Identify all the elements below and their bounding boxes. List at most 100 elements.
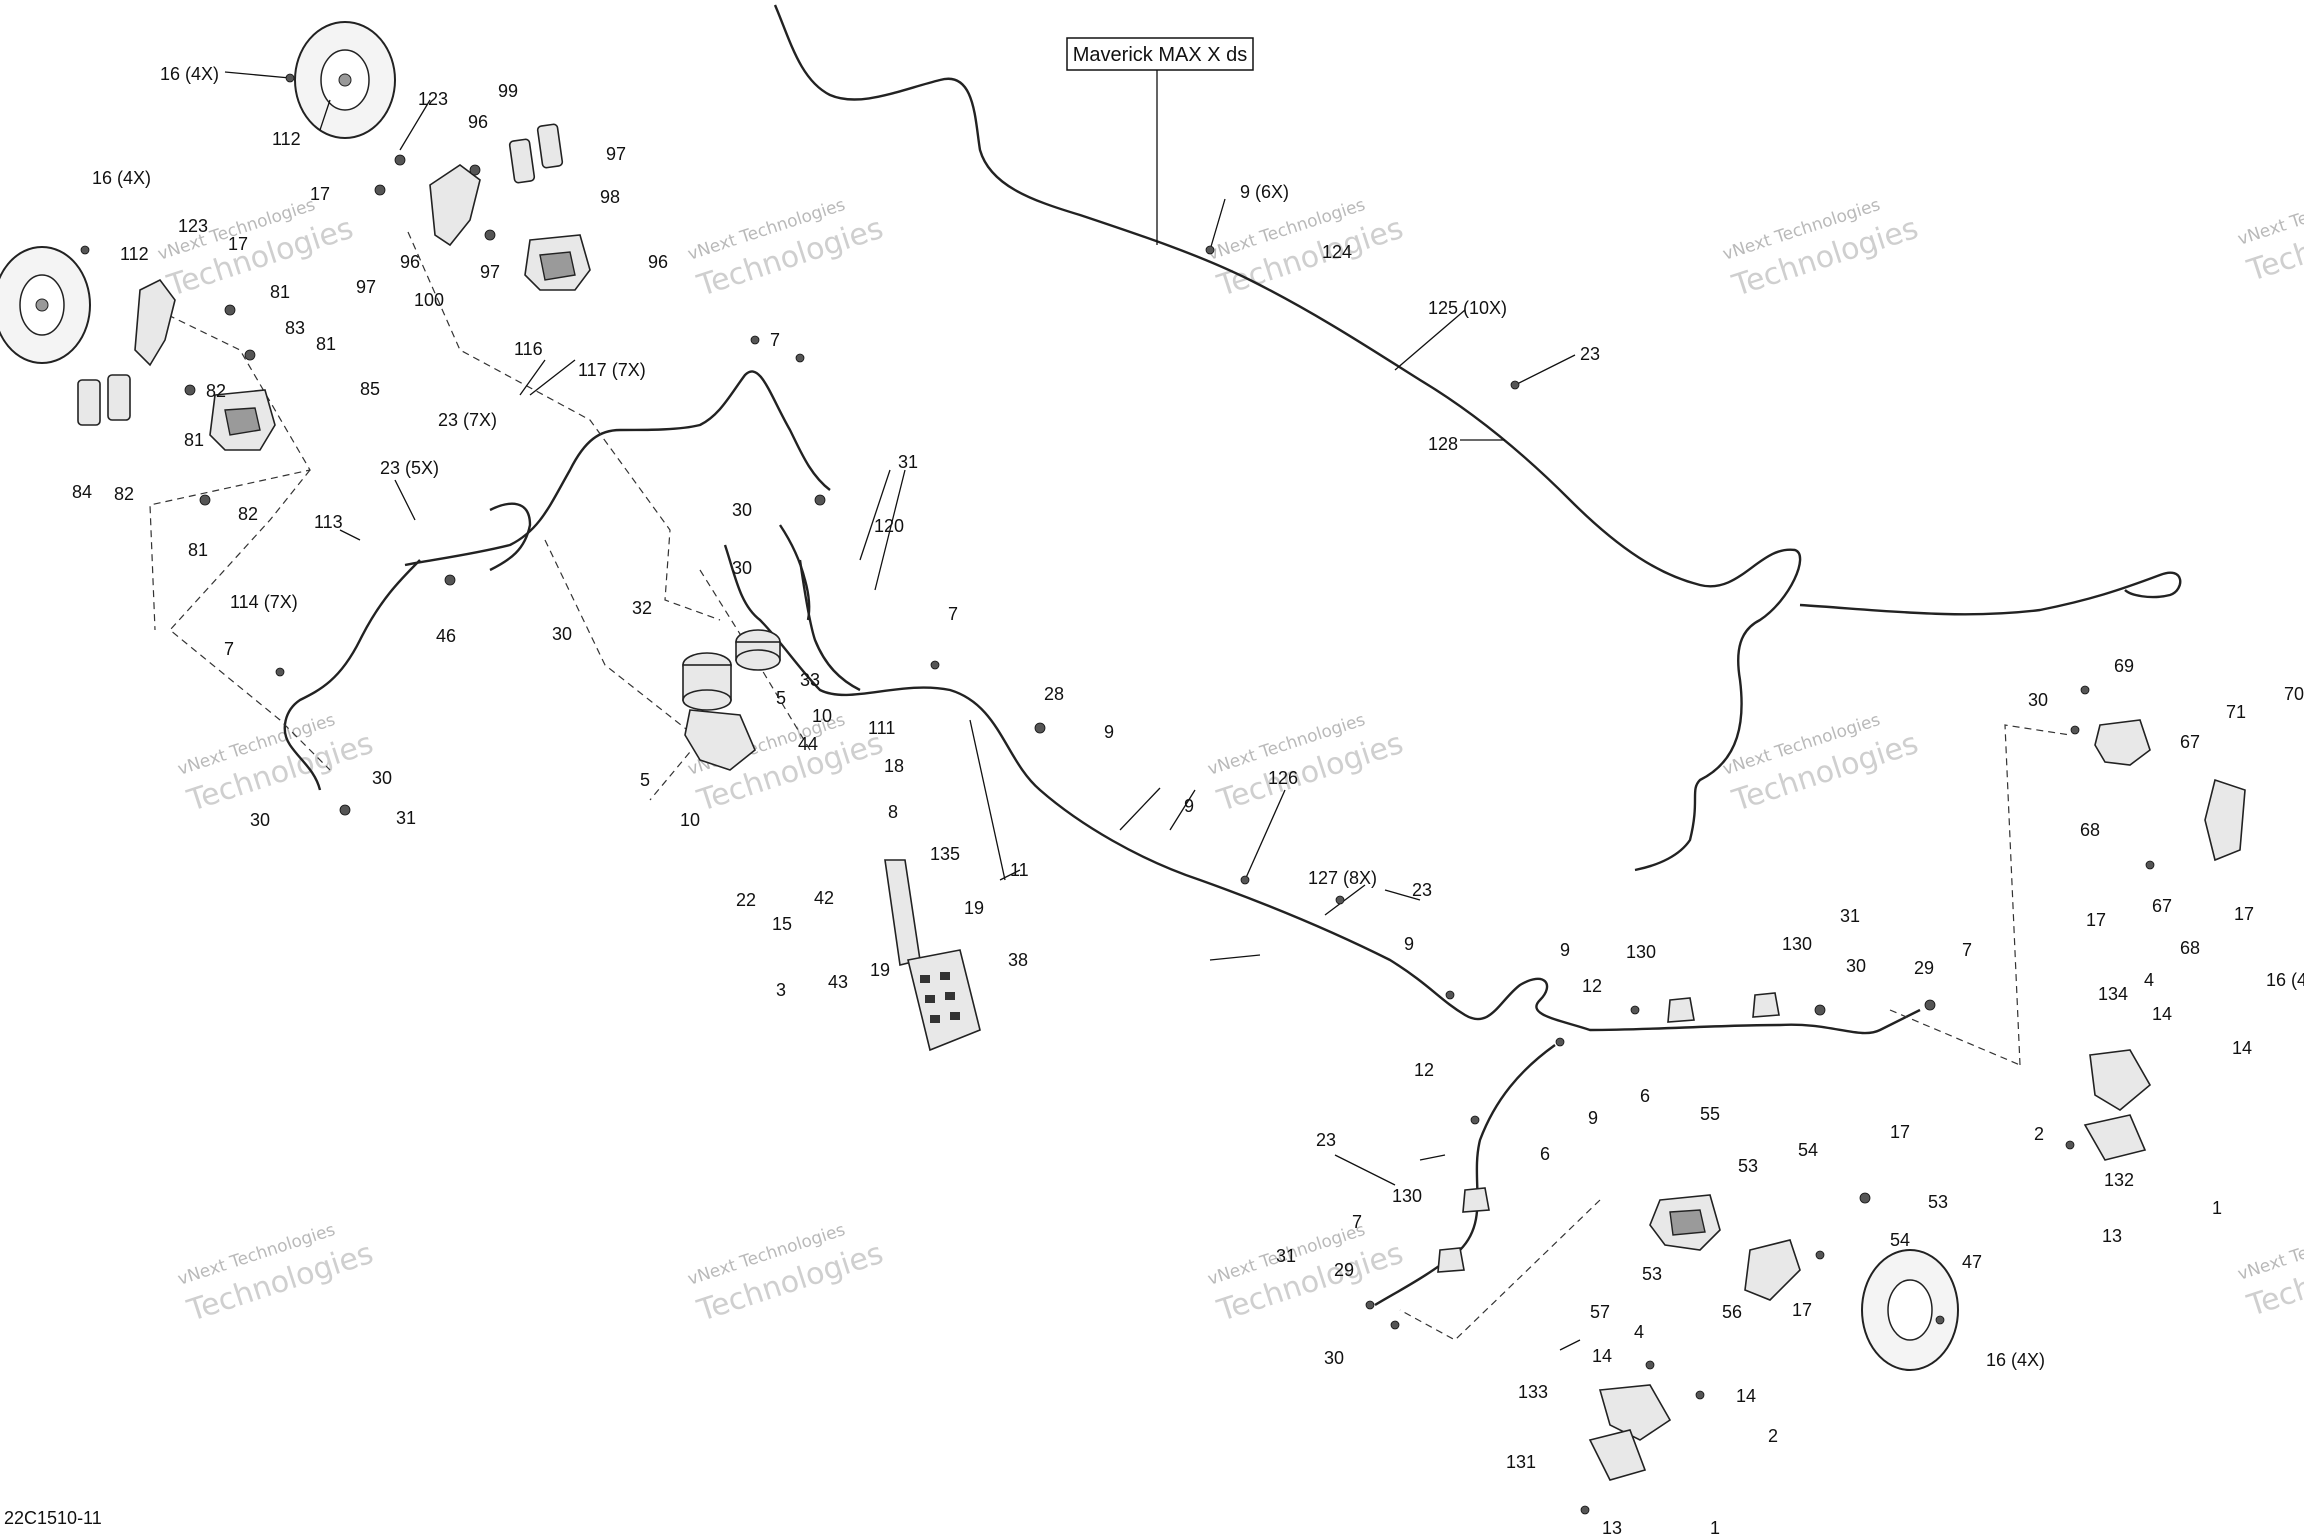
hose-clips xyxy=(1437,992,1780,1273)
callout-label: 30 xyxy=(2028,690,2048,710)
callout-label: 16 (4X) xyxy=(160,64,219,84)
callout-label: 47 xyxy=(1962,1252,1982,1272)
brake-caliper-upper xyxy=(524,234,591,291)
callout-label: 120 xyxy=(874,516,904,536)
watermarks: vNext Technologies Technologies vNext Te… xyxy=(155,180,2304,1329)
callout-label: 19 xyxy=(870,960,890,980)
assembly-dashed-lines xyxy=(149,231,2071,1341)
callout-label: 14 xyxy=(2152,1004,2172,1024)
callout-label: 67 xyxy=(2152,896,2172,916)
callout-label: 7 xyxy=(224,639,234,659)
callout-label: 14 xyxy=(1592,1346,1612,1366)
callout-label: 10 xyxy=(812,706,832,726)
callout-label: 53 xyxy=(1642,1264,1662,1284)
callout-label: 123 xyxy=(178,216,208,236)
mount-brackets xyxy=(1588,1049,2152,1481)
callout-label: 12 xyxy=(1414,1060,1434,1080)
callout-label: 127 (8X) xyxy=(1308,868,1377,888)
brake-disc-front-left xyxy=(0,246,91,364)
leader-lines xyxy=(224,68,1581,1351)
callout-label: 23 xyxy=(1412,880,1432,900)
callout-label: 114 (7X) xyxy=(230,592,298,612)
brake-caliper-rear-right xyxy=(2094,719,2151,766)
callout-label: 126 xyxy=(1268,768,1298,788)
callout-label: 67 xyxy=(2180,732,2200,752)
callout-label: 113 xyxy=(314,512,343,532)
callout-label: 18 xyxy=(884,756,904,776)
callout-label: 124 xyxy=(1322,242,1352,262)
watermark: vNext Technologies Technologies xyxy=(1720,710,1922,819)
callout-label: 14 xyxy=(2232,1038,2252,1058)
callout-label: 5 xyxy=(640,770,650,790)
callout-label: 117 (7X) xyxy=(578,360,646,380)
brake-line-master-to-front xyxy=(798,559,861,692)
callout-label: 112 xyxy=(120,244,149,264)
callout-label: 22 xyxy=(736,890,756,910)
callout-label: 82 xyxy=(114,484,134,504)
callout-label: 97 xyxy=(356,277,376,297)
brake-lines xyxy=(283,4,2182,1307)
callout-label: 97 xyxy=(606,144,626,164)
brake-line-front-left xyxy=(489,502,532,572)
callout-label: 57 xyxy=(1590,1302,1610,1322)
callout-label: 130 xyxy=(1782,934,1812,954)
reservoir-cap xyxy=(735,629,781,671)
callout-label: 43 xyxy=(828,972,848,992)
callout-label: 84 xyxy=(72,482,92,502)
callout-label: 14 xyxy=(1736,1386,1756,1406)
callout-label: 16 (4 xyxy=(2266,970,2304,990)
brake-line-left-upper xyxy=(404,370,831,567)
callout-label: 7 xyxy=(770,330,780,350)
callout-label: 32 xyxy=(632,598,652,618)
callout-label: 17 xyxy=(310,184,330,204)
parts-master-cylinder xyxy=(682,629,981,1052)
master-cylinder xyxy=(684,709,756,771)
fasteners xyxy=(80,73,2155,1515)
callout-label: 16 (4X) xyxy=(1986,1350,2045,1370)
callout-label: 54 xyxy=(1890,1230,1910,1250)
callout-label: 28 xyxy=(1044,684,1064,704)
callout-label: 16 (4X) xyxy=(92,168,151,188)
watermark: vNext Technologies Technologies xyxy=(1205,710,1407,819)
callout-label: 111 xyxy=(868,718,895,738)
caliper-bracket-upper xyxy=(134,164,481,367)
callout-label: 82 xyxy=(206,381,226,401)
callout-label: 134 xyxy=(2098,984,2128,1004)
diagram-reference-code: 22C1510-11 xyxy=(4,1508,102,1528)
callout-label: 53 xyxy=(1738,1156,1758,1176)
callout-label: 2 xyxy=(2034,1124,2044,1144)
callout-label: 135 xyxy=(930,844,960,864)
watermark: vNext Technologies Technologies xyxy=(2235,180,2304,289)
callout-label: 116 xyxy=(514,339,543,359)
callout-label: 9 xyxy=(1104,722,1114,742)
callout-label: 30 xyxy=(250,810,270,830)
callout-label: 125 (10X) xyxy=(1428,298,1507,318)
callout-label: 17 xyxy=(2234,904,2254,924)
callout-label: 17 xyxy=(228,234,248,254)
brake-line-left-lower xyxy=(283,559,421,791)
callout-label: 96 xyxy=(468,112,488,132)
callout-label: 7 xyxy=(948,604,958,624)
callout-label: 10 xyxy=(680,810,700,830)
callout-label: 4 xyxy=(2144,970,2154,990)
brake-caliper-rear xyxy=(1649,1194,1721,1251)
callout-label: 68 xyxy=(2080,820,2100,840)
caliper-bracket-rear xyxy=(1744,778,2246,1301)
callout-label: 6 xyxy=(1540,1144,1550,1164)
watermark: vNext Technologies Technologies xyxy=(1205,195,1407,304)
callout-label: 55 xyxy=(1700,1104,1720,1124)
watermark: vNext Technologies Technologies xyxy=(2235,1215,2304,1324)
callout-label: 70 xyxy=(2284,684,2304,704)
callout-label: 23 xyxy=(1580,344,1600,364)
callout-label: 112 xyxy=(272,129,301,149)
callout-label: 15 xyxy=(772,914,792,934)
callout-label: 81 xyxy=(270,282,290,302)
callout-label: 9 xyxy=(1184,796,1194,816)
callout-label: 30 xyxy=(1324,1348,1344,1368)
callout-label: 82 xyxy=(238,504,258,524)
callout-label: 71 xyxy=(2226,702,2246,722)
watermark: vNext Technologies Technologies xyxy=(685,1220,887,1329)
callout-label: 97 xyxy=(480,262,500,282)
callout-label: 99 xyxy=(498,81,518,101)
